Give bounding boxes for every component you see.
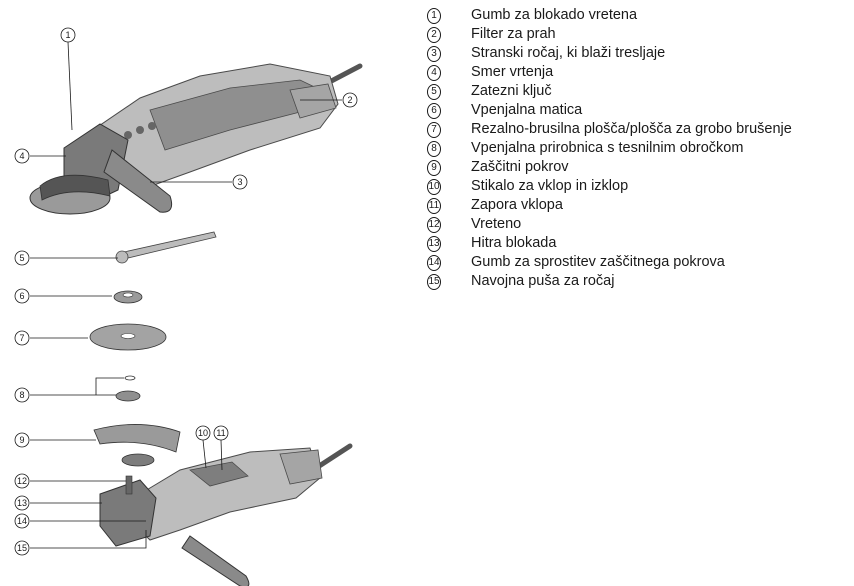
- legend-item: 12 Vreteno: [427, 216, 847, 234]
- legend-number: 15: [427, 274, 441, 290]
- legend-number: 12: [427, 217, 441, 233]
- clamping-nut-illustration: [114, 291, 142, 303]
- flange-illustration: [116, 376, 140, 401]
- legend-item: 5 Zatezni ključ: [427, 83, 847, 101]
- legend-text: Zaščitni pokrov: [471, 159, 847, 177]
- callout-4: 4: [15, 149, 29, 163]
- legend-item: 13 Hitra blokada: [427, 235, 847, 253]
- legend-number: 14: [427, 255, 441, 271]
- callout-label: 10: [198, 428, 208, 438]
- legend-number: 9: [427, 160, 441, 176]
- callout-label: 4: [19, 151, 24, 161]
- legend-text: Stranski ročaj, ki blaži tresljaje: [471, 45, 847, 63]
- callout-label: 14: [17, 516, 27, 526]
- wrench-illustration: [116, 232, 216, 263]
- callout-label: 5: [19, 253, 24, 263]
- callout-6: 6: [15, 289, 29, 303]
- callout-11: 11: [214, 426, 228, 440]
- legend-number: 4: [427, 65, 441, 81]
- legend-text: Filter za prah: [471, 26, 847, 44]
- callout-7: 7: [15, 331, 29, 345]
- legend-text: Zatezni ključ: [471, 83, 847, 101]
- legend-number: 3: [427, 46, 441, 62]
- callout-8: 8: [15, 388, 29, 402]
- legend-number: 5: [427, 84, 441, 100]
- legend-item: 1 Gumb za blokado vretena: [427, 7, 847, 25]
- callout-label: 8: [19, 390, 24, 400]
- legend-text: Rezalno-brusilna plošča/plošča za grobo …: [471, 121, 847, 139]
- callout-10: 10: [196, 426, 210, 440]
- legend-text: Gumb za blokado vretena: [471, 7, 847, 25]
- callout-15: 15: [15, 541, 29, 555]
- callout-5: 5: [15, 251, 29, 265]
- callout-label: 6: [19, 291, 24, 301]
- legend-number: 8: [427, 141, 441, 157]
- callout-1: 1: [61, 28, 75, 42]
- legend-number: 2: [427, 27, 441, 43]
- legend-item: 9 Zaščitni pokrov: [427, 159, 847, 177]
- legend-item: 3 Stranski ročaj, ki blaži tresljaje: [427, 45, 847, 63]
- callout-label: 9: [19, 435, 24, 445]
- legend-text: Stikalo za vklop in izklop: [471, 178, 847, 196]
- grinding-disc-illustration: [90, 324, 166, 350]
- legend-number: 13: [427, 236, 441, 252]
- legend-text: Vpenjalna prirobnica s tesnilnim obročko…: [471, 140, 847, 158]
- legend-item: 14 Gumb za sprostitev zaščitnega pokrova: [427, 254, 847, 272]
- legend-item: 2 Filter za prah: [427, 26, 847, 44]
- callout-label: 12: [17, 476, 27, 486]
- callout-14: 14: [15, 514, 29, 528]
- legend-item: 7 Rezalno-brusilna plošča/plošča za grobo…: [427, 121, 847, 139]
- grinder-top-illustration: [30, 64, 360, 214]
- callout-3: 3: [233, 175, 247, 189]
- legend-number: 1: [427, 8, 441, 24]
- legend-number: 10: [427, 179, 441, 195]
- legend-text: Smer vrtenja: [471, 64, 847, 82]
- parts-legend: 1 Gumb za blokado vretena 2 Filter za prah…: [427, 7, 847, 292]
- legend-item: 6 Vpenjalna matica: [427, 102, 847, 120]
- legend-text: Zapora vklopa: [471, 197, 847, 215]
- grinder-bottom-illustration: [100, 446, 350, 586]
- legend-text: Hitra blokada: [471, 235, 847, 253]
- callout-label: 15: [17, 543, 27, 553]
- guard-illustration: [94, 424, 180, 466]
- legend-text: Vreteno: [471, 216, 847, 234]
- callout-13: 13: [15, 496, 29, 510]
- legend-item: 4 Smer vrtenja: [427, 64, 847, 82]
- legend-text: Navojna puša za ročaj: [471, 273, 847, 291]
- callout-label: 11: [216, 428, 225, 438]
- callout-label: 1: [65, 30, 70, 40]
- exploded-view-illustration: 1 2 3 4 5 6 7 8 9 10 11 12 13 14 15: [0, 0, 400, 586]
- legend-text: Vpenjalna matica: [471, 102, 847, 120]
- legend-item: 11 Zapora vklopa: [427, 197, 847, 215]
- legend-number: 11: [427, 198, 441, 214]
- callout-label: 2: [347, 95, 352, 105]
- callout-2: 2: [343, 93, 357, 107]
- legend-item: 8 Vpenjalna prirobnica s tesnilnim obročk…: [427, 140, 847, 158]
- legend-text: Gumb za sprostitev zaščitnega pokrova: [471, 254, 847, 272]
- legend-number: 7: [427, 122, 441, 138]
- callout-label: 13: [17, 498, 27, 508]
- callout-label: 7: [19, 333, 24, 343]
- legend-item: 15 Navojna puša za ročaj: [427, 273, 847, 291]
- callout-9: 9: [15, 433, 29, 447]
- callout-12: 12: [15, 474, 29, 488]
- callout-label: 3: [237, 177, 242, 187]
- legend-number: 6: [427, 103, 441, 119]
- legend-item: 10 Stikalo za vklop in izklop: [427, 178, 847, 196]
